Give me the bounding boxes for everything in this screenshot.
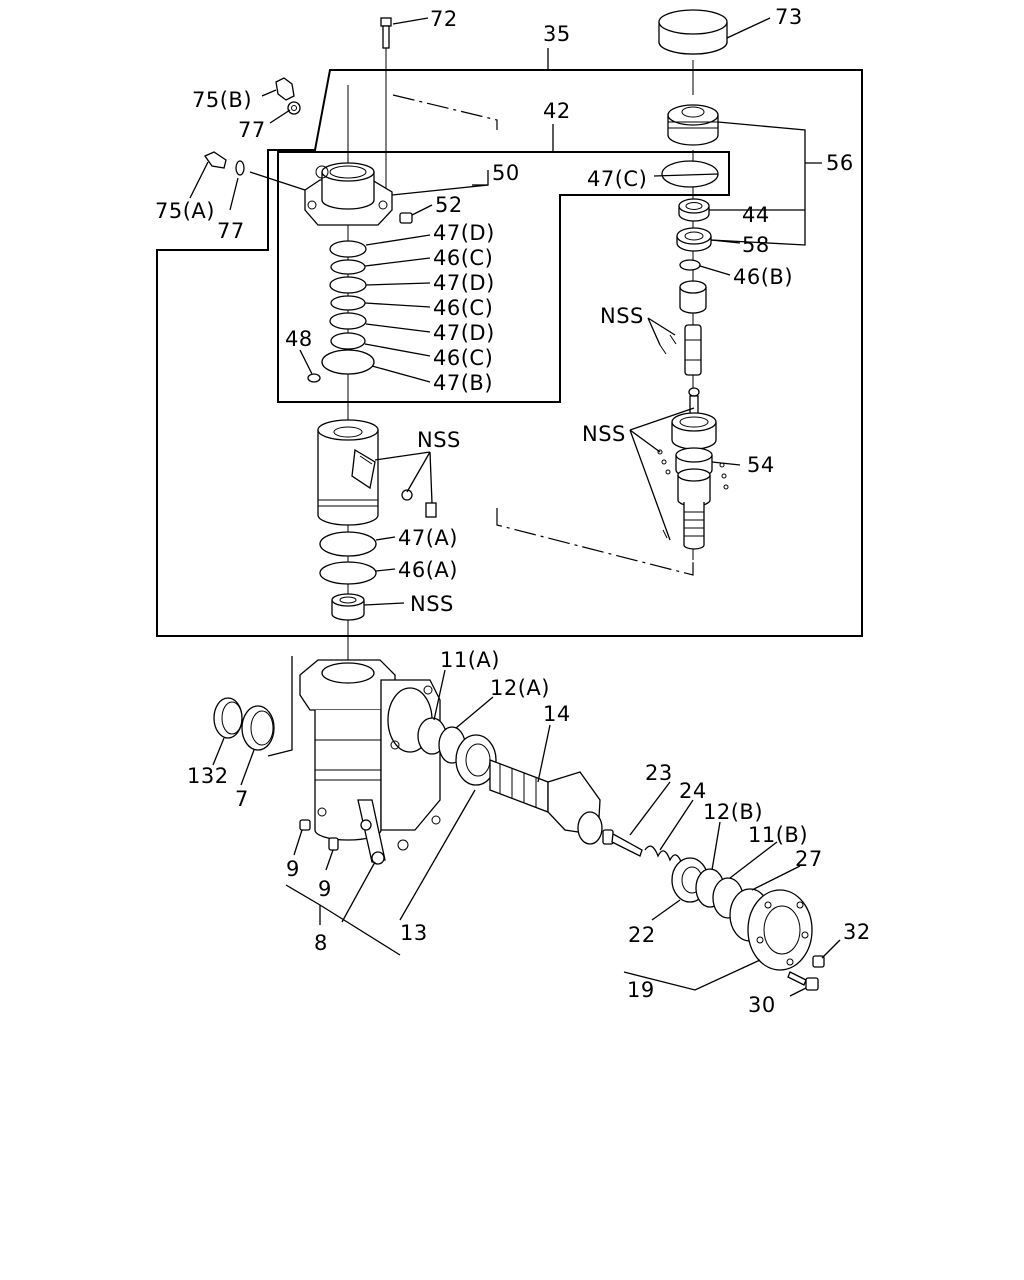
group-outline-42 xyxy=(277,151,730,403)
part-sleeve xyxy=(679,280,707,314)
part-58-seal xyxy=(676,227,712,252)
label-47c: 47(C) xyxy=(587,167,647,191)
label-12b: 12(B) xyxy=(703,800,763,824)
label-46b: 46(B) xyxy=(733,265,793,289)
label-72: 72 xyxy=(430,7,458,31)
part-14-sector-shaft xyxy=(489,759,603,845)
label-nss-2: NSS xyxy=(582,422,626,446)
part-48-washer xyxy=(307,373,321,383)
label-56: 56 xyxy=(826,151,854,175)
part-75b-fitting xyxy=(275,77,301,115)
part-13-bearing xyxy=(455,734,497,786)
label-27: 27 xyxy=(795,847,823,871)
label-42: 42 xyxy=(543,99,571,123)
part-75a-fitting xyxy=(204,151,245,176)
label-73: 73 xyxy=(775,5,803,29)
leader-lines xyxy=(189,17,841,997)
label-54: 54 xyxy=(747,453,775,477)
label-132: 132 xyxy=(187,764,229,788)
part-9-plug-b xyxy=(328,837,339,851)
label-nss-4: NSS xyxy=(410,592,454,616)
centerline-lower xyxy=(496,508,694,576)
label-46c-3: 46(C) xyxy=(433,346,493,370)
label-58: 58 xyxy=(742,233,770,257)
part-nss-plug xyxy=(331,593,365,621)
part-24-spring xyxy=(644,845,683,865)
part-132-ring xyxy=(213,697,243,739)
label-47d-3: 47(D) xyxy=(433,321,495,345)
part-7-bushing xyxy=(241,705,275,751)
part-30-bolt xyxy=(787,971,819,991)
piston xyxy=(317,419,379,526)
label-48: 48 xyxy=(285,327,313,351)
label-11a: 11(A) xyxy=(440,648,500,672)
label-12a: 12(A) xyxy=(490,676,550,700)
part-73-disc xyxy=(658,9,728,55)
label-47d-1: 47(D) xyxy=(433,221,495,245)
label-11b: 11(B) xyxy=(748,823,808,847)
label-nss-3: NSS xyxy=(417,428,461,452)
label-77-lower: 77 xyxy=(217,219,245,243)
seal-stack xyxy=(321,240,375,375)
label-30: 30 xyxy=(748,993,776,1017)
label-nss-1: NSS xyxy=(600,304,644,328)
gear-housing xyxy=(299,659,441,865)
label-46a: 46(A) xyxy=(398,558,458,582)
label-47b: 47(B) xyxy=(433,371,493,395)
label-7: 7 xyxy=(235,787,249,811)
label-9-b: 9 xyxy=(318,877,332,901)
label-46c-1: 46(C) xyxy=(433,246,493,270)
label-47a: 47(A) xyxy=(398,526,458,550)
part-56-cap xyxy=(667,104,719,146)
part-46a-oring xyxy=(319,561,377,585)
label-24: 24 xyxy=(679,779,707,803)
label-22: 22 xyxy=(628,923,656,947)
label-52: 52 xyxy=(435,193,463,217)
part-9-plug-a xyxy=(299,819,311,831)
label-46c-2: 46(C) xyxy=(433,296,493,320)
label-47d-2: 47(D) xyxy=(433,271,495,295)
label-14: 14 xyxy=(543,702,571,726)
label-44: 44 xyxy=(742,203,770,227)
part-23-screw xyxy=(602,829,643,857)
part-72-bolt xyxy=(380,17,392,49)
centerline-upper xyxy=(392,94,498,130)
label-32: 32 xyxy=(843,920,871,944)
group-outline-35 xyxy=(156,69,863,637)
label-23: 23 xyxy=(645,761,673,785)
label-50: 50 xyxy=(492,161,520,185)
label-8: 8 xyxy=(314,931,328,955)
part-46b-oring xyxy=(679,259,701,271)
part-47a-oring xyxy=(319,531,377,557)
label-77-upper: 77 xyxy=(238,118,266,142)
part-44-bearing xyxy=(678,198,710,222)
label-75b: 75(B) xyxy=(192,88,252,112)
part-54-valve-assembly xyxy=(657,387,729,550)
label-13: 13 xyxy=(400,921,428,945)
label-9-a: 9 xyxy=(286,857,300,881)
part-valve-shaft xyxy=(684,324,702,376)
label-35: 35 xyxy=(543,22,571,46)
part-32-nut xyxy=(812,955,825,968)
part-50-top-cover xyxy=(304,162,393,226)
part-52-nut xyxy=(399,212,413,224)
callout-labels: 72 73 35 75(B) 77 42 56 50 47(C) 75(A) 7… xyxy=(155,5,871,1017)
part-end-cover xyxy=(747,889,813,971)
label-19: 19 xyxy=(627,978,655,1002)
label-75a: 75(A) xyxy=(155,199,215,223)
